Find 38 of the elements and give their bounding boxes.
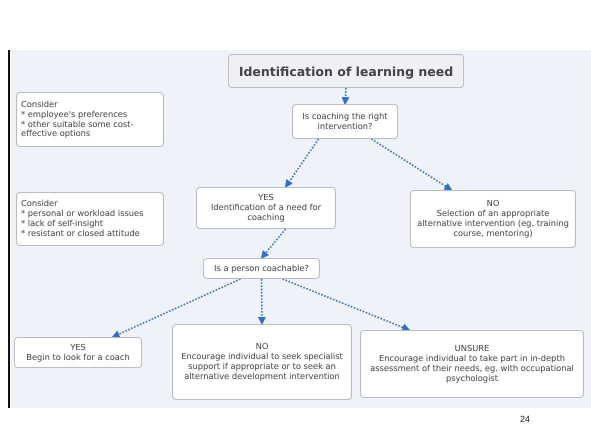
box-text: * other suitable some cost-effective options bbox=[21, 120, 134, 140]
box-text: YES bbox=[258, 193, 274, 204]
box-text: Encourage individual to seek specialist support if appropriate or to seek an alternative development intervention bbox=[180, 352, 344, 382]
process-box bbox=[196, 187, 336, 229]
arrow bbox=[371, 138, 452, 191]
box-text: * personal or workload issues bbox=[21, 209, 144, 219]
arrow bbox=[112, 278, 241, 338]
box-text: NO bbox=[486, 199, 500, 210]
box-text: Is a person coachable? bbox=[214, 264, 309, 274]
box-text: Consider bbox=[21, 100, 59, 110]
box-text: Begin to look for a coach bbox=[26, 352, 130, 362]
box-text: YES bbox=[70, 342, 86, 352]
arrow bbox=[258, 279, 266, 325]
arrow bbox=[284, 138, 320, 188]
box-text: UNSURE bbox=[454, 344, 490, 354]
process-box bbox=[14, 337, 142, 368]
box-text: * resistant or closed attitude bbox=[21, 228, 141, 239]
process-box bbox=[172, 324, 352, 400]
note-box bbox=[16, 192, 164, 246]
box-text: Identification of a need for coaching bbox=[210, 203, 322, 223]
title-box bbox=[228, 54, 464, 88]
box-text: Selection of an appropriate alternative intervention (eg. training course, mentoring) bbox=[416, 209, 570, 239]
box-text: Is coaching the right intervention? bbox=[301, 112, 389, 132]
process-box bbox=[292, 104, 398, 139]
box-text: Encourage individual to take part in in-depth assessment of their needs, eg. with occupational psychologist bbox=[369, 354, 575, 384]
page-number: 24 bbox=[520, 414, 530, 424]
arrow bbox=[341, 88, 350, 105]
process-box bbox=[203, 258, 320, 279]
box-text: * employee's preferences bbox=[21, 110, 128, 120]
box-text: * lack of self-insight bbox=[21, 219, 104, 229]
process-box bbox=[410, 190, 576, 248]
arrow bbox=[282, 278, 410, 332]
arrow bbox=[260, 228, 286, 259]
note-box bbox=[16, 92, 164, 147]
box-text: Identification of learning need bbox=[238, 64, 454, 78]
process-box bbox=[360, 330, 584, 398]
box-text: NO bbox=[256, 342, 268, 352]
box-text: Consider bbox=[21, 199, 59, 210]
